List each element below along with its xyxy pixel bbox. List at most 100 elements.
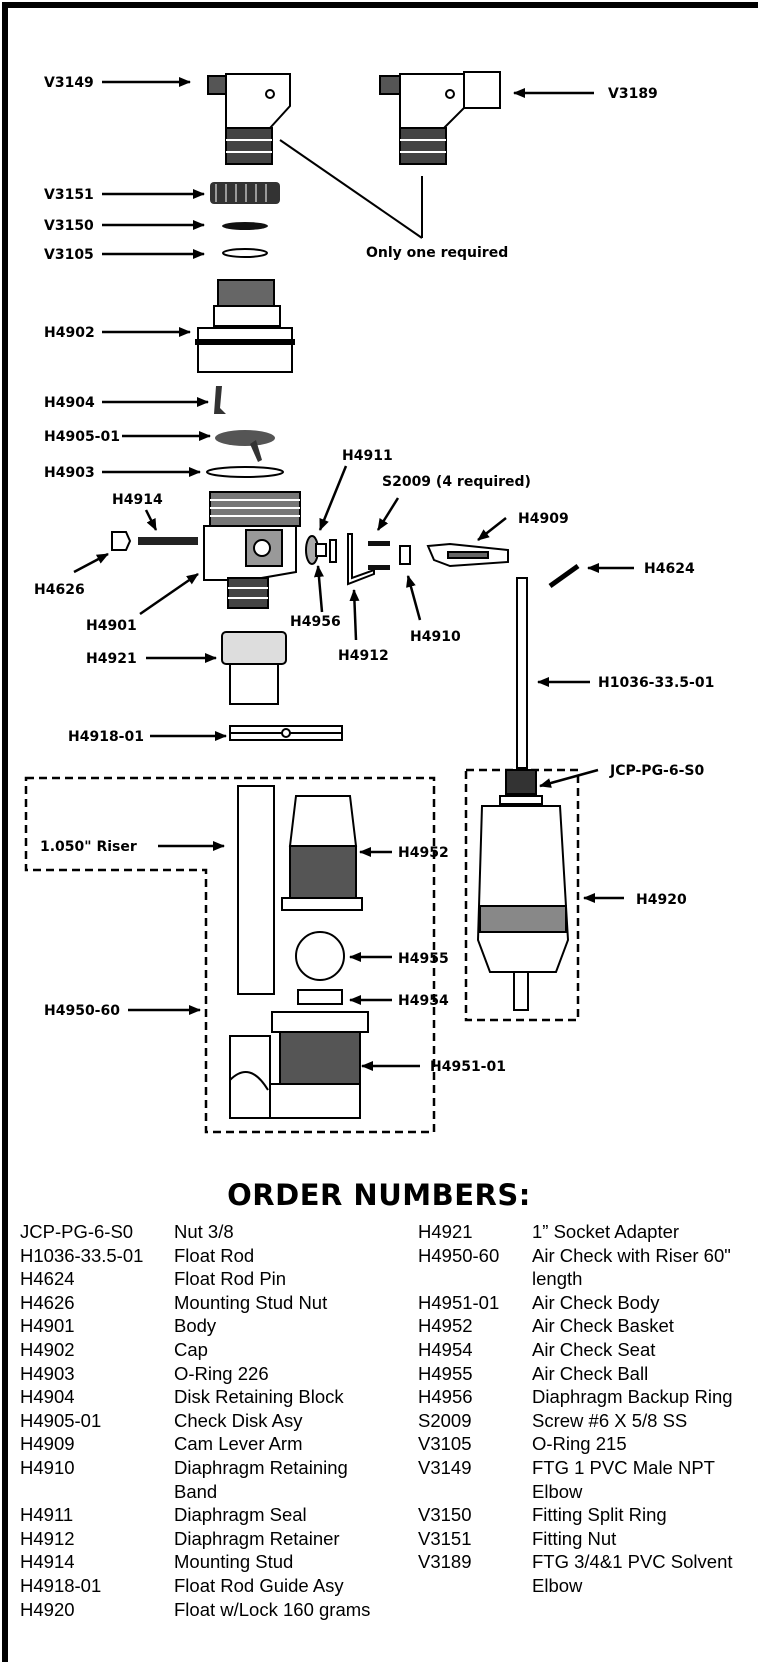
part-v3149-elbow [207, 73, 291, 165]
part-description: Check Disk Asy [174, 1409, 303, 1431]
part-number: V3151 [418, 1527, 472, 1549]
part-number: H4626 [20, 1291, 75, 1313]
label-h4903: H4903 [44, 465, 95, 481]
h4950-dashed-outline [24, 776, 436, 1134]
part-number: H4903 [20, 1362, 75, 1384]
part-number: H4952 [418, 1315, 473, 1337]
part-v3105-oring [222, 248, 268, 258]
label-jcp-pg-6-s0: JCP-PG-6-S0 [609, 763, 705, 779]
part-h1036-rod [516, 577, 528, 769]
part-number: V3150 [418, 1504, 472, 1526]
part-v3189-elbow [379, 71, 501, 165]
part-description: FTG 1 PVC Male NPT Elbow [532, 1456, 715, 1502]
label-h4912: H4912 [338, 648, 389, 664]
part-number: H4904 [20, 1386, 75, 1408]
part-description: FTG 3/4&1 PVC Solvent Elbow [532, 1551, 733, 1596]
part-description: Screw #6 X 5/8 SS [532, 1409, 688, 1431]
part-v3150-ring [222, 222, 268, 230]
part-description: Air Check with Riser 60" length [532, 1244, 731, 1290]
label-s2009: S2009 (4 required) [382, 474, 531, 490]
label-h4914: H4914 [112, 492, 163, 508]
part-h4918-guide [229, 725, 343, 741]
part-h4903-oring [206, 466, 284, 478]
label-h4909: H4909 [518, 511, 569, 527]
part-description: Fitting Nut [532, 1527, 617, 1549]
label-h4952: H4952 [398, 845, 449, 861]
part-number: H4956 [418, 1386, 473, 1408]
part-description: Air Check Ball [532, 1362, 649, 1384]
label-riser: 1.050" Riser [40, 839, 137, 855]
part-number: H4951-01 [418, 1291, 500, 1313]
part-description: Cam Lever Arm [174, 1433, 303, 1455]
part-h4956-ring [305, 535, 327, 565]
label-h4624: H4624 [644, 561, 695, 577]
part-description: Float Rod Guide Asy [174, 1574, 344, 1596]
label-h4950-60: H4950-60 [44, 1003, 120, 1019]
label-h4920: H4920 [636, 892, 687, 908]
part-description: Body [174, 1315, 217, 1337]
part-h4626-nut [111, 531, 132, 551]
order-row: H4914 Mounting Stud [20, 1550, 390, 1574]
order-row: H4951-01 Air Check Body [418, 1291, 758, 1315]
part-h4921-adapter [221, 631, 287, 705]
label-h4901: H4901 [86, 618, 137, 634]
part-description: Air Check Body [532, 1291, 660, 1313]
label-h4954: H4954 [398, 993, 449, 1009]
order-row: H4903 O-Ring 226 [20, 1362, 390, 1386]
part-h4954-seat [297, 989, 343, 1005]
part-number: H4912 [20, 1527, 75, 1549]
part-number: V3149 [418, 1456, 472, 1478]
part-s2009-screws [368, 541, 390, 570]
label-h4902: H4902 [44, 325, 95, 341]
part-number: H4914 [20, 1551, 75, 1573]
part-description: Float w/Lock 160 grams [174, 1598, 371, 1620]
part-description: Air Check Basket [532, 1315, 674, 1337]
part-h4952-basket [281, 795, 363, 911]
part-description: Mounting Stud [174, 1551, 294, 1573]
part-v3151-nut [210, 182, 280, 204]
part-description: Mounting Stud Nut [174, 1291, 328, 1313]
label-h4904: H4904 [44, 395, 95, 411]
label-h4910: H4910 [410, 629, 461, 645]
label-h4955: H4955 [398, 951, 449, 967]
part-number: H4921 [418, 1221, 473, 1242]
exploded-parts-diagram: V3149 V3189 V3151 V3150 V3105 Only one r… [24, 71, 714, 1134]
order-numbers-title: ORDER NUMBERS: [227, 1178, 531, 1212]
label-only-one-required: Only one required [366, 245, 508, 261]
part-number: H4901 [20, 1315, 75, 1337]
part-h4951-body [229, 1011, 369, 1119]
part-h4909-lever [426, 542, 509, 568]
label-v3150: V3150 [44, 218, 94, 234]
part-h4920-float [476, 769, 570, 1011]
label-v3151: V3151 [44, 187, 94, 203]
part-h4914-stud [138, 537, 198, 545]
part-number: H4902 [20, 1338, 75, 1360]
part-description: O-Ring 226 [174, 1362, 269, 1384]
part-h4911-seal [329, 539, 337, 563]
part-riser [237, 785, 275, 995]
part-h4904-block [214, 386, 226, 414]
label-h4905-01: H4905-01 [44, 429, 120, 445]
label-h4956: H4956 [290, 614, 341, 630]
order-row: H4901 Body [20, 1314, 390, 1338]
order-row: H4626 Mounting Stud Nut [20, 1291, 390, 1315]
part-number: H1036-33.5-01 [20, 1244, 144, 1266]
part-h4910-band [399, 545, 411, 565]
label-v3105: V3105 [44, 247, 94, 263]
label-h4911: H4911 [342, 448, 393, 464]
part-description: Float Rod Pin [174, 1268, 287, 1290]
